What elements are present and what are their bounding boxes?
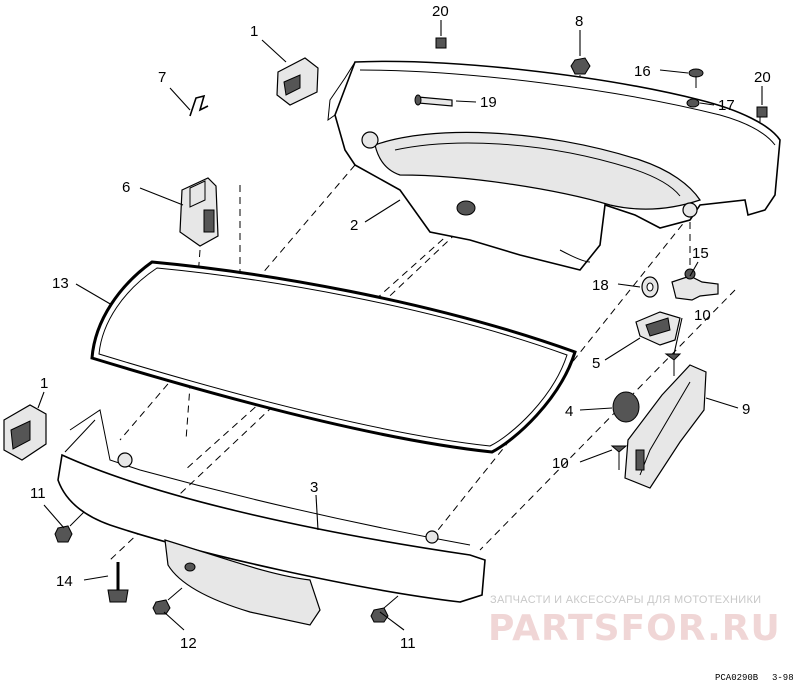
screw-19-part	[414, 94, 453, 107]
callout-1-left: 1	[40, 375, 48, 392]
lower-cover-part	[57, 409, 486, 626]
screw-10-upper-part	[664, 353, 682, 376]
callout-11-left: 11	[30, 485, 46, 502]
callout-10-upper: 10	[694, 307, 711, 324]
leader-lines	[37, 20, 763, 631]
seal-part	[90, 260, 577, 454]
upper-cover-part	[327, 60, 781, 271]
screw-10-lower-part	[610, 445, 628, 470]
callout-labels: 1 1 2 3 4 5 6 7 8 9 10 10 11 11 12 13 14…	[30, 3, 771, 652]
drawing-revision: 3-98	[772, 673, 794, 683]
washer-17-part	[686, 98, 700, 108]
nut-11-right-part	[370, 595, 399, 623]
callout-20-top: 20	[432, 3, 449, 20]
latch-bracket-part	[179, 177, 219, 247]
callout-19: 19	[480, 94, 497, 111]
nut-12-part	[152, 587, 183, 615]
callout-14: 14	[56, 573, 73, 590]
callout-8: 8	[575, 13, 583, 30]
drawing-code: PCA0290B	[715, 673, 759, 683]
hook-part	[635, 311, 681, 346]
latch-plate-part	[624, 364, 707, 489]
callout-13: 13	[52, 275, 69, 292]
watermark: ЗАПЧАСТИ И АКСЕССУАРЫ ДЛЯ МОТОТЕХНИКИ PA…	[488, 594, 781, 649]
callout-17: 17	[718, 97, 735, 114]
callout-9: 9	[742, 401, 750, 418]
nut-8-part	[570, 57, 591, 75]
callout-2: 2	[350, 217, 358, 234]
callout-1-top: 1	[250, 23, 258, 40]
nut-11-left-part	[54, 511, 85, 543]
callout-5: 5	[592, 355, 600, 372]
callout-12: 12	[180, 635, 197, 652]
spring-clip-part	[189, 94, 209, 117]
latch-stud-part	[671, 268, 719, 301]
callout-7: 7	[158, 69, 166, 86]
callout-20-right: 20	[754, 69, 771, 86]
callout-6: 6	[122, 179, 130, 196]
watermark-brand: PARTSFOR.RU	[488, 608, 781, 649]
callout-15: 15	[692, 245, 709, 262]
nut-20-top-part	[435, 37, 447, 49]
callout-18: 18	[592, 277, 609, 294]
callout-10-lower: 10	[552, 455, 569, 472]
stud-14-part	[107, 562, 129, 603]
drawing-footer: PCA0290B 3-98	[715, 673, 794, 683]
watermark-caption: ЗАПЧАСТИ И АКСЕССУАРЫ ДЛЯ МОТОТЕХНИКИ	[490, 594, 761, 606]
screw-16-part	[688, 68, 704, 88]
nut-20-right-part	[756, 106, 768, 118]
callout-11-right: 11	[400, 635, 416, 652]
grommet-part	[612, 391, 640, 423]
callout-4: 4	[565, 403, 573, 420]
callout-16: 16	[634, 63, 651, 80]
washer-18-part	[641, 276, 659, 298]
callout-3: 3	[310, 479, 318, 496]
latch-block-left-part	[3, 404, 47, 461]
latch-block-top-part	[276, 57, 319, 106]
